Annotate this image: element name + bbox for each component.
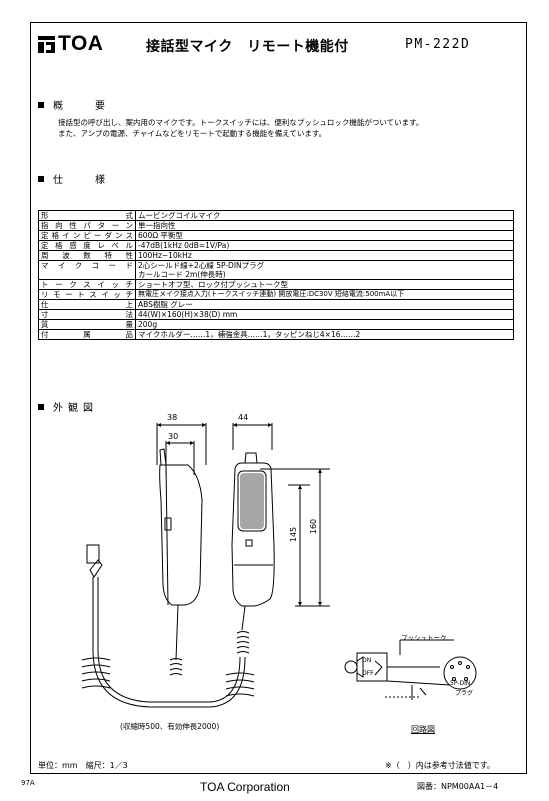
spec-value: 単一指向性 <box>135 220 514 231</box>
spec-value: ABS樹脂 グレー <box>135 299 514 310</box>
table-row: トークスイッチショートオフ型、ロック付プッシュトーク型 <box>38 279 514 290</box>
table-row: リモートスイッチ無電圧メイク接点入力(トークスイッチ連動) 開放電圧:DC30V… <box>38 289 514 300</box>
din-label: 5P-DIN <box>450 680 471 687</box>
spec-value: 44(W)×160(H)×38(D) mm <box>135 309 514 320</box>
circuit-label: 回路図 <box>411 725 435 734</box>
bullet-square-icon <box>38 175 44 182</box>
dimension-30: 30 <box>168 432 179 441</box>
push-talk-label: プッシュトーク <box>401 634 447 642</box>
spec-key: 寸法 <box>38 309 136 320</box>
spec-key: 指向性パターン <box>38 220 136 231</box>
spec-key: リモートスイッチ <box>38 289 136 300</box>
spec-value: 2心シールド線+2心線 5P-DINプラグカールコード 2m(伸長時) <box>135 260 514 280</box>
table-row: 付属品マイクホルダー……1，補強金具……1，タッピンねじ4×16……2 <box>38 329 514 340</box>
brand-logo: TOA <box>38 32 103 56</box>
company-name: TOA Corporation <box>200 780 290 794</box>
toa-logo-icon <box>38 35 55 53</box>
spec-value: 無電圧メイク接点入力(トークスイッチ連動) 開放電圧:DC30V 短絡電流:50… <box>135 289 514 300</box>
spec-value: マイクホルダー……1，補強金具……1，タッピンねじ4×16……2 <box>135 329 514 340</box>
spec-heading: 仕 様 <box>38 171 116 186</box>
overview-text: 接話型の呼び出し、案内用のマイクです。トークスイッチには、便利なプッシュロック機… <box>58 117 423 139</box>
circuit-diagram <box>344 639 477 700</box>
drawing-number: 図番：NPM00AA1－4 <box>417 782 499 791</box>
bullet-square-icon <box>38 101 44 108</box>
spec-key: 仕上 <box>38 299 136 310</box>
model-number: PM-222D <box>405 37 471 52</box>
bullet-square-icon <box>38 403 44 410</box>
table-row: 指向性パターン単一指向性 <box>38 220 514 231</box>
spec-value: ムービングコイルマイク <box>135 210 514 221</box>
dimension-38: 38 <box>167 413 178 422</box>
overview-heading: 概 要 <box>38 97 116 112</box>
spec-key: 定格インピーダンス <box>38 230 136 241</box>
figure-heading: 外観図 <box>38 399 98 414</box>
external-view-drawing <box>81 423 477 708</box>
dimension-160: 160 <box>309 518 319 535</box>
spec-value: -47dB(1kHz 0dB=1V/Pa) <box>135 240 514 251</box>
cord-length-note: (収縮時500、有効伸長2000) <box>120 722 220 731</box>
off-label: OFF <box>362 670 374 677</box>
spec-value: 200g <box>135 319 514 330</box>
overview-line: 接話型の呼び出し、案内用のマイクです。トークスイッチには、便利なプッシュロック機… <box>58 118 424 127</box>
spec-key: 質量 <box>38 319 136 330</box>
dimension-145: 145 <box>289 526 299 543</box>
spec-key: 形式 <box>38 210 136 221</box>
brand-name: TOA <box>58 32 104 55</box>
spec-key: 定格感度レベル <box>38 240 136 251</box>
table-row: 形式ムービングコイルマイク <box>38 210 514 221</box>
spec-value: ショートオフ型、ロック付プッシュトーク型 <box>135 279 514 290</box>
dimension-44: 44 <box>238 413 249 422</box>
page-title: 接話型マイク リモート機能付 <box>146 39 349 55</box>
revision-year: 97A <box>21 779 35 787</box>
plug-label: プラグ <box>455 690 474 697</box>
overview-line: また、アンプの電源、チャイムなどをリモートで起動する機能を備えています。 <box>58 129 327 138</box>
spec-key: トークスイッチ <box>38 279 136 290</box>
spec-key: マイクコード <box>38 260 136 280</box>
spec-key: 付属品 <box>38 329 136 340</box>
unit-scale: 単位：mm 縮尺：1／3 <box>38 761 128 770</box>
table-row: 定格感度レベル-47dB(1kHz 0dB=1V/Pa) <box>38 240 514 251</box>
page-frame <box>30 22 527 774</box>
spec-key: 周波数特性 <box>38 250 136 261</box>
spec-value-line: カールコード 2m(伸長時) <box>138 270 226 279</box>
spec-value-line: 2心シールド線+2心線 5P-DINプラグ <box>138 261 265 270</box>
spec-value: 100Hz~10kHz <box>135 250 514 261</box>
spec-value: 600Ω 平衡型 <box>135 230 514 241</box>
on-label: ON <box>362 657 372 664</box>
reference-note: ※（ ）内は参考寸法値です。 <box>385 761 495 770</box>
